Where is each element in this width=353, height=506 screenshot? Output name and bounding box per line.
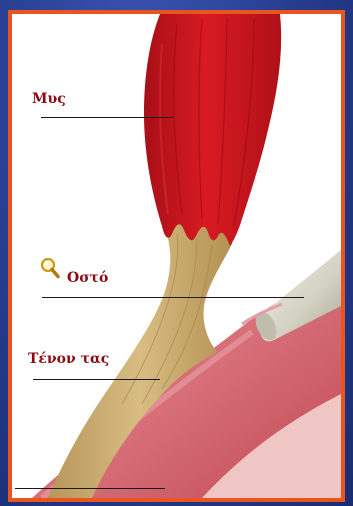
- muscle-leader-line: [41, 117, 173, 118]
- muscle-tendon-bone-illustration: [12, 14, 341, 498]
- muscle-shape: [144, 14, 281, 246]
- tendon-leader-line: [33, 379, 160, 380]
- tendon-label: Τένον τας: [28, 351, 109, 367]
- magnifying-glass-icon[interactable]: [39, 257, 61, 279]
- muscle-label: Μυς: [32, 91, 66, 107]
- bone-label: Οστό: [67, 270, 108, 286]
- bone-leader-line: [42, 297, 304, 298]
- bottom-leader-line: [15, 488, 165, 489]
- diagram-panel: Μυς Οστό Τένον τας: [8, 10, 345, 502]
